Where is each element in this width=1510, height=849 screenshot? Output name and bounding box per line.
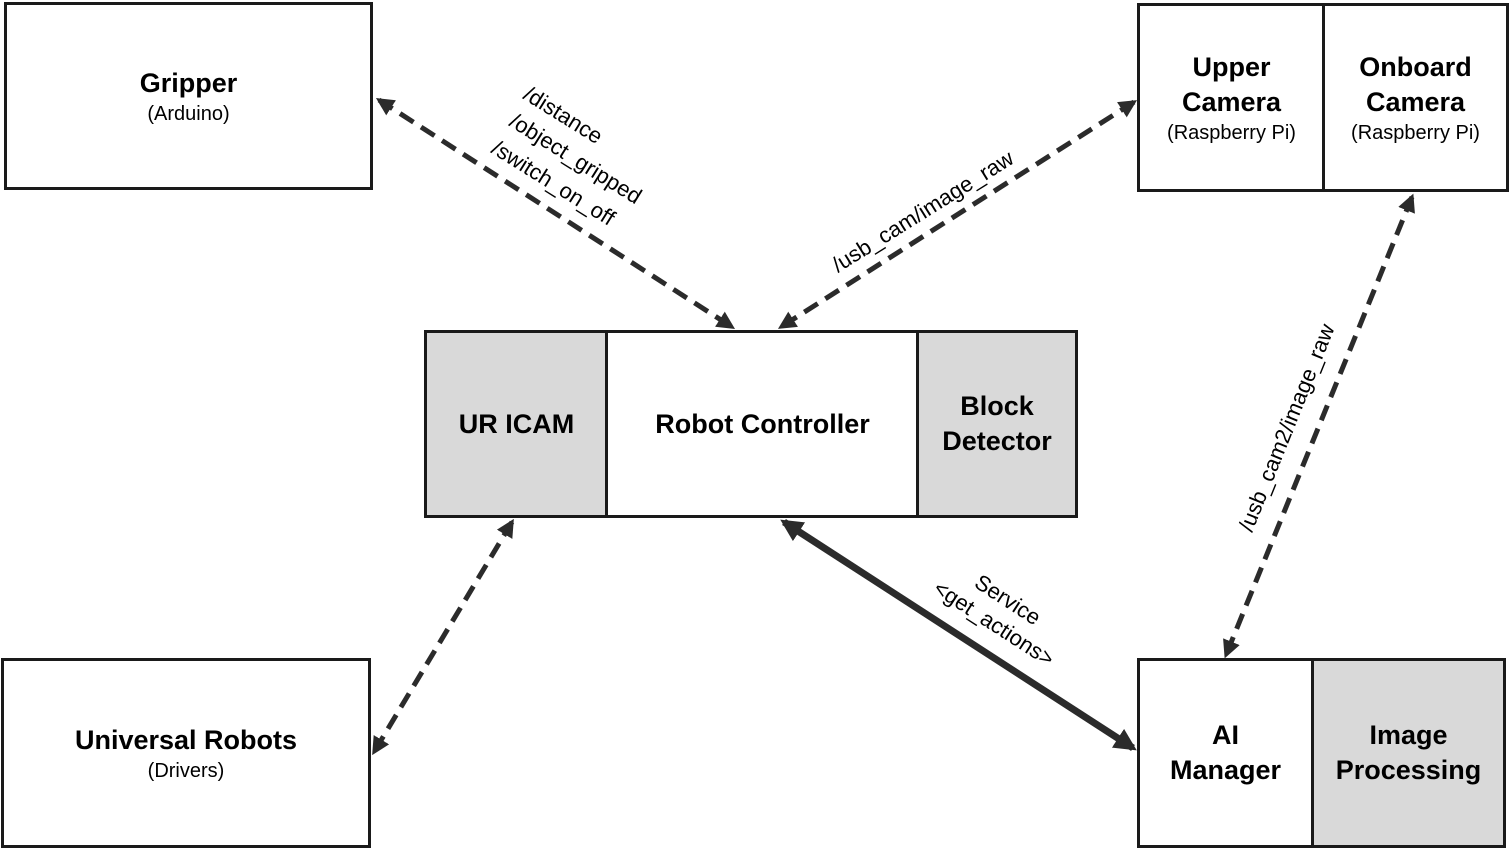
node-subtitle: (Raspberry Pi) (1351, 121, 1480, 144)
node-title: Robot Controller (655, 408, 870, 439)
node-subtitle: (Arduino) (147, 102, 230, 125)
node-title: Onboard Camera (1359, 51, 1472, 117)
edge-label-usb-cam: /usb_cam/image_raw (827, 145, 1018, 277)
node-title: UR ICAM (458, 408, 575, 439)
node-subtitle: (Drivers) (147, 759, 225, 782)
block-detector-node: Block Detector (916, 330, 1078, 518)
node-title: Gripper (139, 67, 238, 98)
node-title: Universal Robots (74, 724, 298, 755)
image-processing-node: Image Processing (1311, 658, 1506, 848)
node-title: Upper Camera (1181, 51, 1282, 117)
universal-robots-node: Universal Robots (Drivers) (1, 658, 371, 848)
gripper-robot-link (375, 97, 736, 330)
robot-controller-node: Robot Controller (605, 330, 920, 518)
node-subtitle: (Raspberry Pi) (1167, 121, 1296, 144)
node-title: AI Manager (1169, 720, 1282, 785)
ai-manager-node: AI Manager (1137, 658, 1314, 848)
node-title: Block Detector (942, 391, 1052, 456)
robot-ai-service-link (780, 519, 1137, 751)
ur-icam-node: UR ICAM (424, 330, 609, 518)
onboard-camera-node: Onboard Camera (Raspberry Pi) (1322, 3, 1509, 192)
upper-camera-node: Upper Camera (Raspberry Pi) (1137, 3, 1326, 192)
ur-icam-drivers-link (371, 518, 515, 756)
gripper-node: Gripper (Arduino) (4, 2, 373, 190)
onboard-camera-ai-link (1223, 193, 1415, 659)
node-title: Image Processing (1335, 720, 1482, 785)
upper-camera-robot-link (777, 99, 1138, 330)
